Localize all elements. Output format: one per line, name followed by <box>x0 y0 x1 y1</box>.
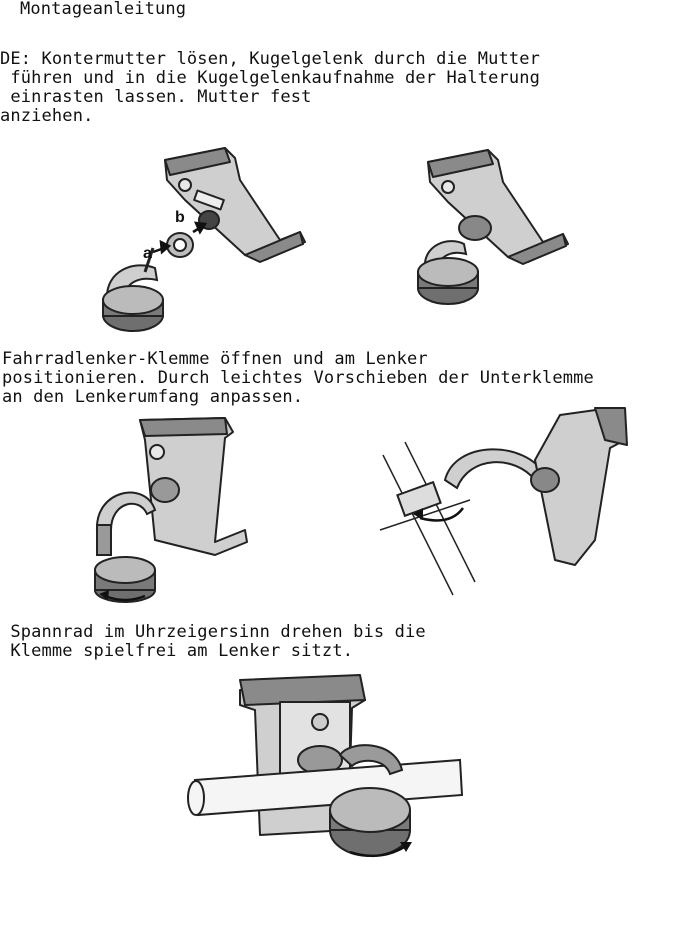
step1-figure-exploded: a b <box>95 140 315 340</box>
page-title: Montageanleitung <box>20 0 187 19</box>
step2-figure-handlebar-position <box>375 400 635 605</box>
step2-figure-open-clamp <box>75 410 265 605</box>
step3-line-1: Spannrad im Uhrzeigersinn drehen bis die <box>0 622 426 642</box>
handlebar-clamp-illustration <box>396 448 547 518</box>
step1-line-4: anziehen. <box>0 106 94 126</box>
rotate-arrow-icon <box>419 507 465 522</box>
handlebar-clamp-illustration <box>417 240 479 305</box>
step2-line-3: an den Lenkerumfang anpassen. <box>2 387 304 407</box>
step1-line-1: DE: Kontermutter lösen, Kugelgelenk durc… <box>0 49 541 69</box>
step3-figure-tightened <box>180 670 480 870</box>
step3-line-2: Klemme spielfrei am Lenker sitzt. <box>0 641 354 661</box>
handlebar-clamp-illustration <box>329 744 411 857</box>
label-b: b <box>175 209 185 226</box>
step1-line-2: führen und in die Kugelgelenkaufnahme de… <box>0 68 541 88</box>
step2-line-2: positionieren. Durch leichtes Vorschiebe… <box>2 368 594 388</box>
step2-line-1: Fahrradlenker-Klemme öffnen und am Lenke… <box>2 349 428 369</box>
rotate-arrow-icon <box>349 844 407 858</box>
handlebar-illustration <box>379 441 476 596</box>
phone-holder-illustration <box>530 407 628 566</box>
handlebar-illustration <box>187 758 464 817</box>
label-a: a <box>143 245 152 262</box>
phone-holder-illustration <box>139 417 248 556</box>
assembly-arrows <box>152 221 208 255</box>
phone-holder-illustration <box>427 149 569 265</box>
handlebar-clamp-illustration <box>94 491 157 603</box>
step1-figure-assembled <box>400 140 590 310</box>
handlebar-clamp-illustration <box>102 247 164 332</box>
step1-line-3: einrasten lassen. Mutter fest <box>0 87 312 107</box>
rotate-arrow-icon <box>104 594 146 602</box>
lock-nut-illustration <box>166 210 220 258</box>
phone-holder-illustration <box>164 147 306 263</box>
